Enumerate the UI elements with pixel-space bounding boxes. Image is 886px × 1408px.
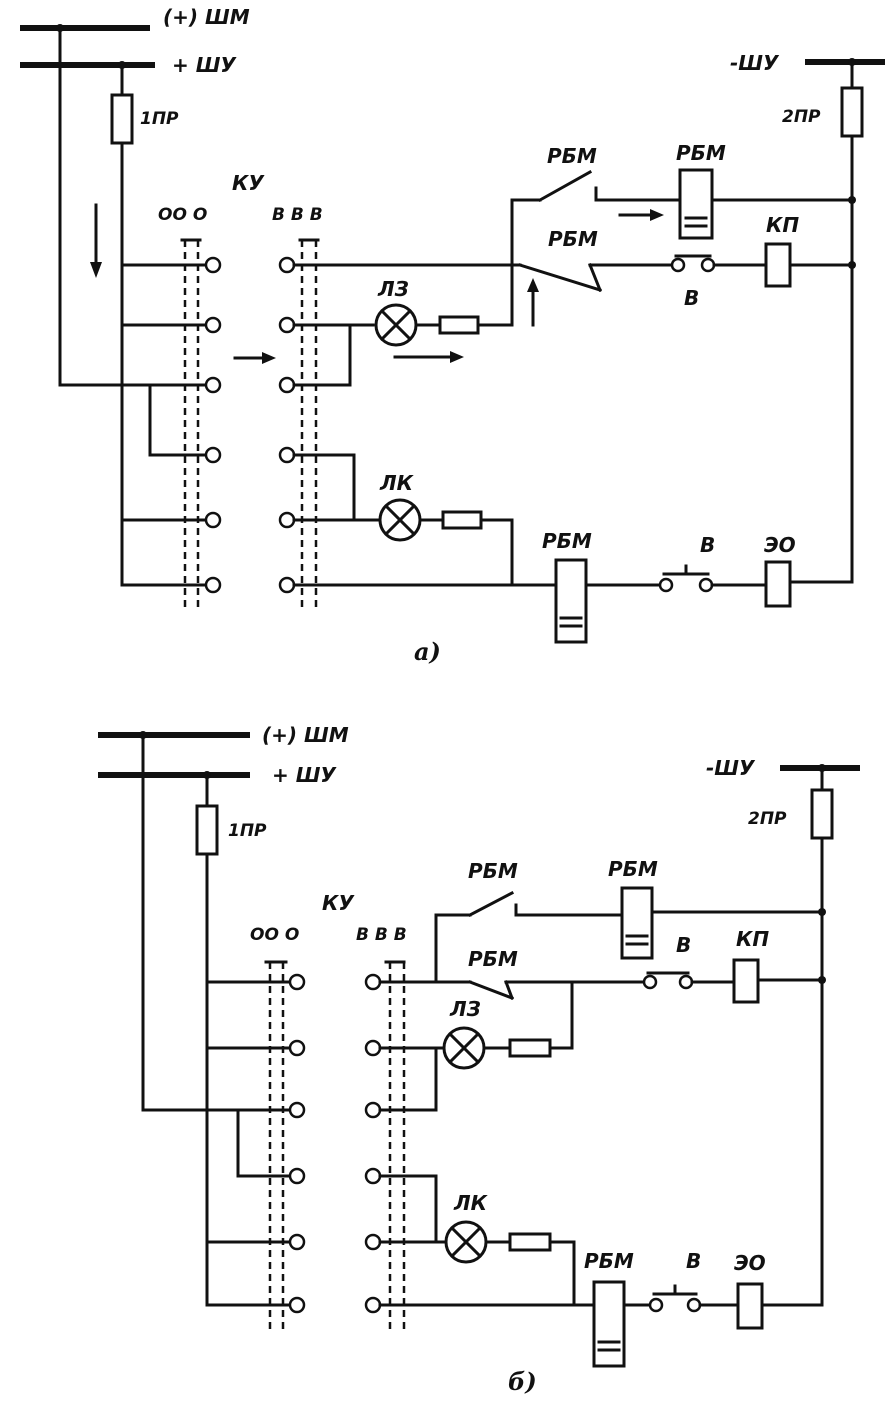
label-left-contacts-a: ОО О xyxy=(158,205,207,225)
aux-contact-bottom-a-right xyxy=(698,577,714,593)
terminal-b-r6 xyxy=(364,1296,382,1314)
label-lamp-green-b: ЛЗ xyxy=(449,997,481,1021)
label-right-contacts-b: В В В xyxy=(356,925,407,945)
label-bus-minus-shu-a: -ШУ xyxy=(730,51,780,75)
terminal-a-r2 xyxy=(278,316,296,334)
label-fuse2-b: 2ПР xyxy=(748,809,787,829)
label-close-contactor-a: КП xyxy=(766,213,799,237)
terminal-a-l5 xyxy=(204,511,222,529)
label-bus-plus-shu-b: + ШУ xyxy=(272,763,337,787)
terminal-a-l3 xyxy=(204,376,222,394)
label-bus-shm-a: (+) ШМ xyxy=(163,5,250,29)
diagram-b: (+) ШМ + ШУ -ШУ 1ПР ОО О КУ В В В xyxy=(98,723,860,1396)
label-aux-bottom-a: В xyxy=(700,533,715,557)
aux-contact-top-a-left xyxy=(670,257,686,273)
relay-lower-a xyxy=(554,558,588,644)
terminal-b-r3 xyxy=(364,1101,382,1119)
label-right-contacts-a: В В В xyxy=(272,205,323,225)
resistor-red-a xyxy=(441,510,483,530)
relay-contact-top-b xyxy=(467,890,515,918)
label-bus-shm-b: (+) ШМ xyxy=(262,723,349,747)
label-aux-bottom-b: В xyxy=(686,1249,701,1273)
label-relay-top-b: РБМ xyxy=(468,859,518,883)
relay-contact-bottom-b xyxy=(468,980,514,1000)
label-switch-a: КУ xyxy=(232,171,265,195)
relay-contact-top-a xyxy=(537,169,593,203)
label-relay-coil-a: РБМ xyxy=(676,141,726,165)
aux-contact-bottom-b-right xyxy=(686,1297,702,1313)
resistor-red-b xyxy=(508,1232,552,1252)
terminal-a-l2 xyxy=(204,316,222,334)
fuse-1pr-b xyxy=(195,804,219,856)
terminal-a-r5 xyxy=(278,511,296,529)
terminal-b-l2 xyxy=(288,1039,306,1057)
terminal-a-l4 xyxy=(204,446,222,464)
label-lamp-red-b: ЛК xyxy=(453,1191,489,1215)
terminal-a-l1 xyxy=(204,256,222,274)
terminal-b-r1 xyxy=(364,973,382,991)
terminal-b-l5 xyxy=(288,1233,306,1251)
terminal-a-r4 xyxy=(278,446,296,464)
terminal-b-l1 xyxy=(288,973,306,991)
aux-contact-bottom-b-left xyxy=(648,1297,664,1313)
label-relay-top-a: РБМ xyxy=(547,144,597,168)
fuse-2pr-a xyxy=(840,86,864,138)
terminal-a-r1 xyxy=(278,256,296,274)
aux-contact-top-b-left xyxy=(642,974,658,990)
label-fuse1-b: 1ПР xyxy=(228,821,267,841)
terminal-a-r3 xyxy=(278,376,296,394)
terminal-b-r2 xyxy=(364,1039,382,1057)
label-relay-bottom-a: РБМ xyxy=(548,227,598,251)
relay-coil-b xyxy=(620,886,654,960)
label-relay-lower-a: РБМ xyxy=(542,529,592,553)
relay-coil-a xyxy=(678,168,714,240)
resistor-green-a xyxy=(438,315,480,335)
label-relay-coil-b: РБМ xyxy=(608,857,658,881)
label-aux-top-a: В xyxy=(684,286,699,310)
label-switch-b: КУ xyxy=(322,891,355,915)
label-bus-minus-shu-b: -ШУ xyxy=(706,756,756,780)
terminal-b-l3 xyxy=(288,1101,306,1119)
label-trip-coil-b: ЭО xyxy=(734,1251,766,1275)
relay-contact-bottom-a xyxy=(518,263,602,292)
trip-coil-a xyxy=(764,560,792,608)
diagram-a: (+) ШМ + ШУ -ШУ 1ПР ОО О КУ xyxy=(20,5,885,666)
terminal-b-l4 xyxy=(288,1167,306,1185)
label-relay-lower-b: РБМ xyxy=(584,1249,634,1273)
terminal-b-l6 xyxy=(288,1296,306,1314)
label-aux-top-b: В xyxy=(676,933,691,957)
trip-coil-b xyxy=(736,1282,764,1330)
fuse-1pr-a xyxy=(110,93,134,145)
aux-contact-top-a-right xyxy=(700,257,716,273)
fuse-2pr-b xyxy=(810,788,834,840)
terminal-b-r5 xyxy=(364,1233,382,1251)
resistor-green-b xyxy=(508,1038,552,1058)
current-arrow-a xyxy=(90,262,102,278)
terminal-b-r4 xyxy=(364,1167,382,1185)
label-fuse1-a: 1ПР xyxy=(140,109,179,129)
label-bus-plus-shu-a: + ШУ xyxy=(172,53,237,77)
caption-a: а) xyxy=(414,637,441,666)
label-fuse2-a: 2ПР xyxy=(782,107,821,127)
close-contactor-a xyxy=(764,242,792,288)
aux-contact-bottom-a-left xyxy=(658,577,674,593)
terminal-a-r6 xyxy=(278,576,296,594)
aux-contact-top-b-right xyxy=(678,974,694,990)
label-lamp-green-a: ЛЗ xyxy=(377,277,409,301)
terminal-a-l6 xyxy=(204,576,222,594)
caption-b: б) xyxy=(508,1367,537,1396)
label-close-contactor-b: КП xyxy=(736,927,769,951)
label-trip-coil-a: ЭО xyxy=(764,533,796,557)
label-left-contacts-b: ОО О xyxy=(250,925,299,945)
relay-lower-b xyxy=(592,1280,626,1368)
close-contactor-b xyxy=(732,958,760,1004)
label-lamp-red-a: ЛК xyxy=(379,471,415,495)
label-relay-bottom-b: РБМ xyxy=(468,947,518,971)
